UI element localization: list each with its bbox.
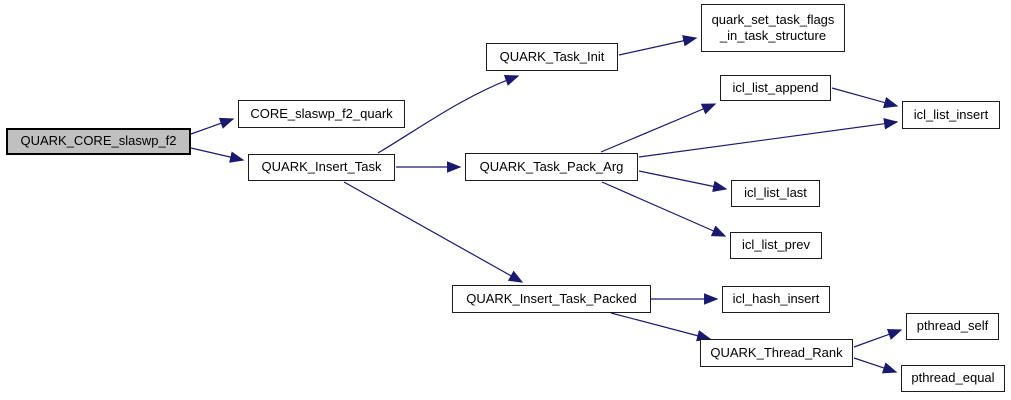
node-label: QUARK_Insert_Task_Packed [466, 290, 637, 306]
node-quark-thread-rank[interactable]: QUARK_Thread_Rank [700, 339, 853, 367]
node-label: icl_list_insert [913, 106, 989, 122]
edge-quark-task-pack-arg-to-icl-list-prev [601, 181, 727, 237]
node-quark-task-pack-arg[interactable]: QUARK_Task_Pack_Arg [465, 153, 638, 181]
node-icl-list-last[interactable]: icl_list_last [731, 180, 820, 207]
node-quark-insert-task[interactable]: QUARK_Insert_Task [248, 154, 395, 181]
node-quark-insert-task-packed[interactable]: QUARK_Insert_Task_Packed [452, 285, 651, 313]
node-label-line2: _in_task_structure [719, 28, 827, 43]
node-quark-core-slaswp-f2: QUARK_CORE_slaswp_f2 [6, 128, 191, 155]
node-label: pthread_self [916, 318, 989, 334]
edge-quark-task-pack-arg-to-icl-list-last [638, 170, 728, 193]
node-label: QUARK_Thread_Rank [710, 344, 843, 360]
node-label: CORE_slaswp_f2_quark [250, 105, 393, 121]
edge-quark-task-pack-arg-to-icl-list-append [600, 103, 717, 153]
edge-quark-insert-task-packed-to-quark-thread-rank [610, 312, 712, 342]
node-label: QUARK_Task_Pack_Arg [479, 158, 624, 174]
edge-quark-core-slaswp-f2-to-quark-insert-task [190, 147, 245, 163]
edge-quark-task-init-to-quark-set-task-flags [618, 35, 698, 56]
node-label: QUARK_Task_Init [499, 48, 605, 64]
node-label: icl_list_prev [742, 237, 810, 253]
edge-quark-thread-rank-to-pthread-equal [853, 357, 898, 374]
node-icl-list-prev[interactable]: icl_list_prev [730, 232, 822, 259]
node-label: icl_list_last [744, 185, 807, 201]
node-quark-task-init[interactable]: QUARK_Task_Init [486, 43, 618, 71]
node-label: pthread_equal [911, 370, 995, 386]
node-quark-set-task-flags-in-task-structure[interactable]: quark_set_task_flags _in_task_structure [701, 4, 845, 52]
edge-quark-thread-rank-to-pthread-self [853, 328, 903, 348]
edge-quark-task-pack-arg-to-icl-list-insert [638, 118, 899, 158]
edge-quark-insert-task-to-quark-insert-task-packed [343, 181, 524, 283]
node-label: quark_set_task_flags _in_task_structure [712, 12, 835, 45]
node-core-slaswp-f2-quark[interactable]: CORE_slaswp_f2_quark [238, 100, 405, 128]
node-label: icl_list_append [732, 79, 819, 95]
node-pthread-self[interactable]: pthread_self [906, 313, 999, 340]
node-label: QUARK_CORE_slaswp_f2 [20, 133, 177, 149]
edge-icl-list-append-to-icl-list-insert [831, 87, 899, 109]
node-label: QUARK_Insert_Task [261, 159, 382, 175]
edge-quark-core-slaswp-f2-to-core-slaswp-f2-quark [190, 117, 235, 135]
node-label: icl_hash_insert [732, 291, 820, 307]
node-label-line1: quark_set_task_flags [711, 11, 835, 27]
node-icl-hash-insert[interactable]: icl_hash_insert [722, 286, 830, 313]
node-icl-list-append[interactable]: icl_list_append [720, 75, 831, 101]
node-pthread-equal[interactable]: pthread_equal [901, 365, 1005, 392]
node-icl-list-insert[interactable]: icl_list_insert [902, 101, 1000, 129]
